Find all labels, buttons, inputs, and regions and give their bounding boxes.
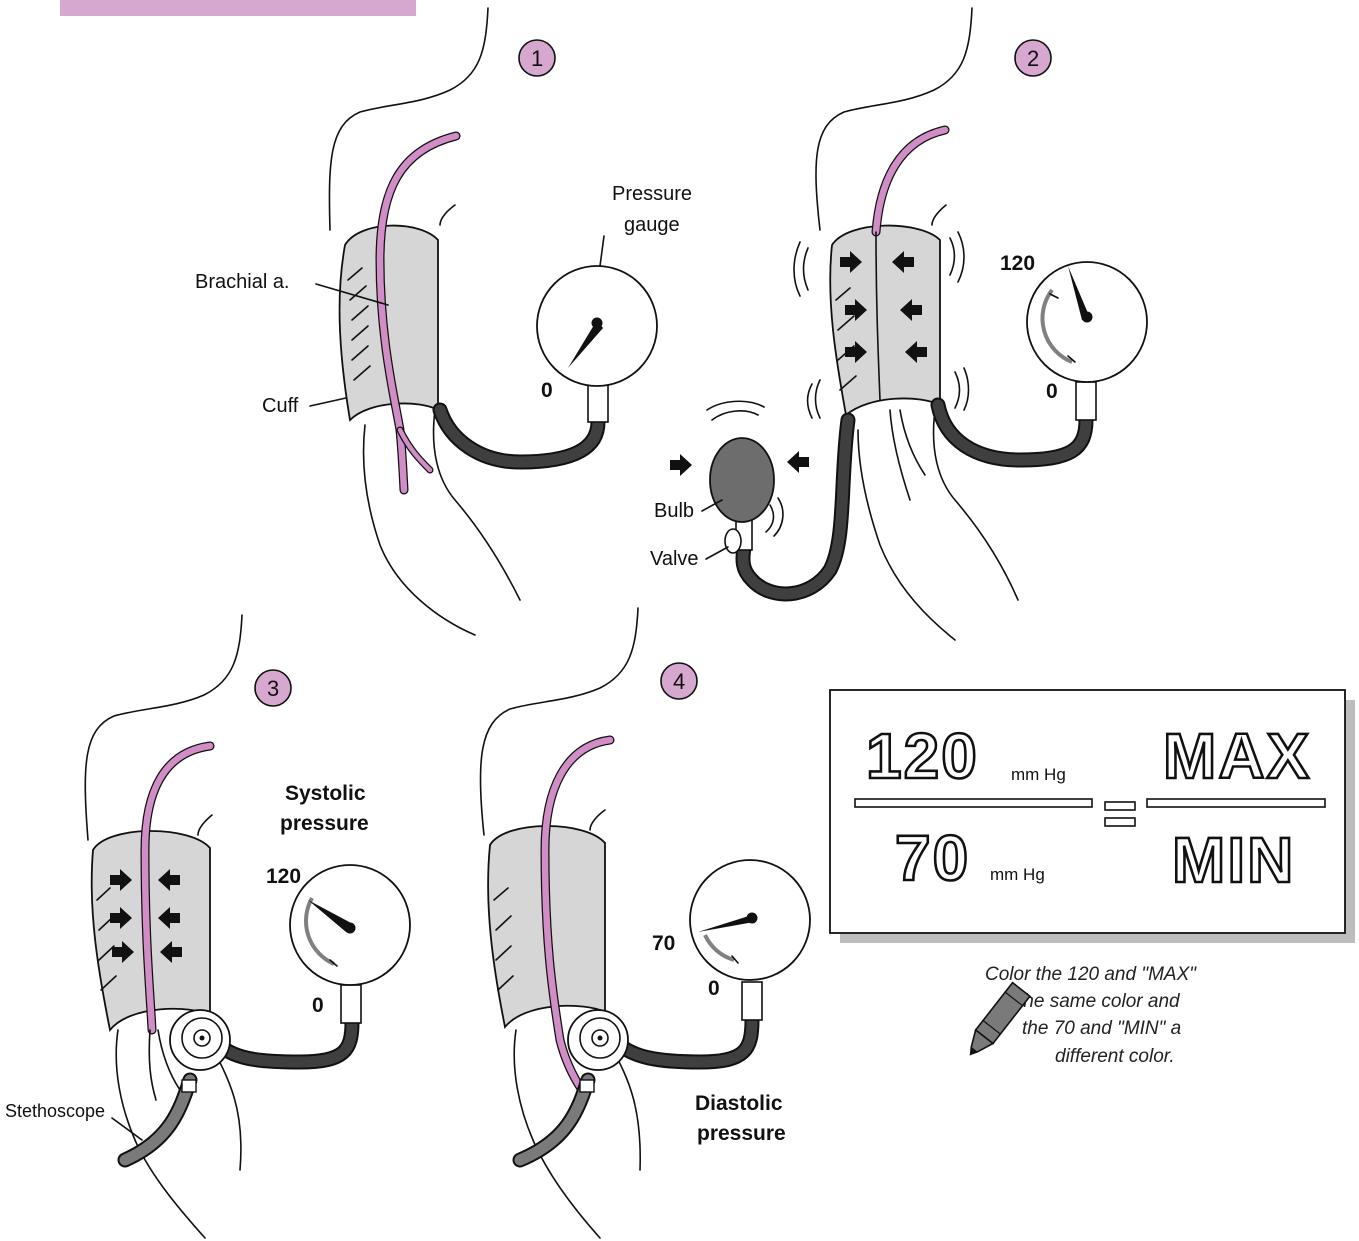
- valve-label: Valve: [650, 548, 699, 570]
- formula-top-word: MAX: [1163, 720, 1311, 792]
- step-1-number: 1: [531, 46, 543, 71]
- diastolic-label-2: pressure: [697, 1122, 786, 1145]
- gauge-4-zero: 0: [708, 977, 720, 1000]
- formula-box: 120 mm Hg 70 mm Hg MAX MIN: [830, 690, 1355, 943]
- instruction-line-3: the 70 and "MIN" a: [1022, 1018, 1181, 1039]
- formula-equals-bottom: [1105, 818, 1135, 826]
- diastolic-label-1: Diastolic: [695, 1092, 783, 1115]
- systolic-label-1: Systolic: [285, 782, 366, 805]
- formula-top-value: 120: [866, 720, 979, 792]
- panel-4: 70 0 Diastolic pressure 4: [480, 608, 810, 1238]
- bulb-label: Bulb: [654, 500, 694, 522]
- formula-bottom-value: 70: [895, 822, 970, 894]
- pressure-gauge-label-1: Pressure: [612, 183, 692, 205]
- stethoscope-label: Stethoscope: [5, 1101, 105, 1121]
- panel-3: 120 0 Systolic pressure Stethoscope 3: [5, 615, 410, 1238]
- instruction-line-2: the same color and: [1018, 991, 1181, 1012]
- gauge-1-zero: 0: [541, 379, 553, 402]
- formula-equals-top: [1105, 802, 1135, 810]
- crayon-icon: [961, 983, 1030, 1063]
- instruction-line-4: different color.: [1055, 1046, 1175, 1067]
- step-3-number: 3: [267, 676, 279, 701]
- cuff-label: Cuff: [262, 395, 299, 417]
- panel-1: 0 Pressure gauge Brachial a. Cuff 1: [195, 8, 692, 635]
- instruction-line-1: Color the 120 and "MAX": [985, 964, 1197, 985]
- step-2-number: 2: [1027, 46, 1039, 71]
- cuff: [830, 226, 940, 415]
- gauge-4-top: 70: [652, 932, 675, 955]
- formula-bottom-unit: mm Hg: [990, 865, 1045, 884]
- gauge-2-top: 120: [1000, 252, 1035, 275]
- step-4-number: 4: [673, 669, 685, 694]
- gauge-3-zero: 0: [312, 994, 324, 1017]
- systolic-label-2: pressure: [280, 812, 369, 835]
- instruction: Color the 120 and "MAX" the same color a…: [961, 964, 1197, 1067]
- gauge-2-zero: 0: [1046, 380, 1058, 403]
- header-bar: [60, 0, 416, 16]
- panel-2: 120 0 Bulb Valve 2: [650, 8, 1147, 640]
- bulb: [710, 438, 774, 522]
- brachial-label: Brachial a.: [195, 271, 290, 293]
- gauge-3-top: 120: [266, 865, 301, 888]
- formula-top-unit: mm Hg: [1011, 765, 1066, 784]
- formula-bottom-word: MIN: [1172, 824, 1295, 896]
- pressure-gauge-label-2: gauge: [624, 214, 680, 236]
